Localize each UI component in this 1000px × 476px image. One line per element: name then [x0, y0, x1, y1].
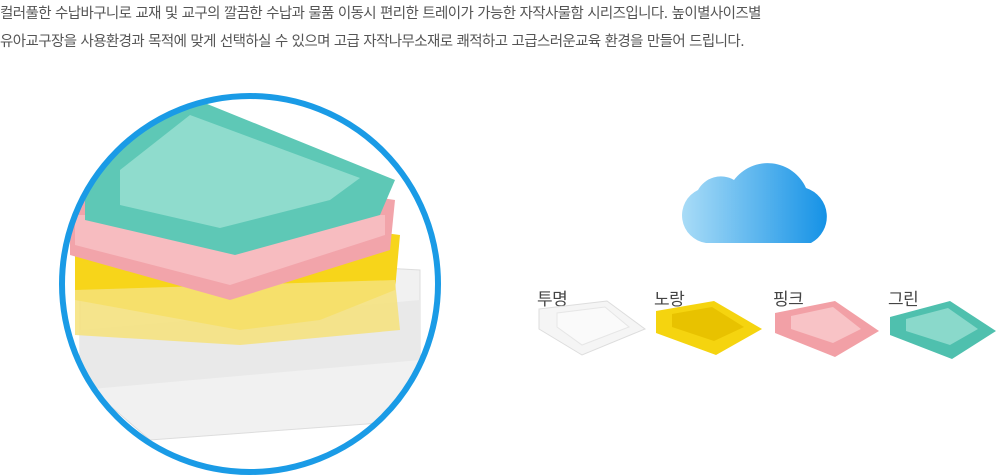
swatch-clear: 투명 — [537, 285, 647, 356]
cloud-icon — [682, 163, 827, 243]
swatch-label: 노랑 — [654, 290, 685, 310]
swatch-label: 투명 — [537, 290, 568, 310]
yellow-tray — [656, 301, 762, 355]
clear-tray — [538, 300, 647, 356]
swatch-label: 핑크 — [773, 290, 804, 310]
swatch-pink: 핑크 — [773, 285, 879, 357]
swatch-label: 그린 — [888, 290, 919, 310]
swatch-green: 그린 — [888, 285, 996, 359]
swatch-yellow: 노랑 — [654, 285, 762, 355]
stacked-trays-image — [59, 93, 441, 475]
circle-frame — [59, 93, 441, 475]
pink-tray — [775, 301, 879, 357]
description-line-1: 컬러풀한 수납바구니로 교재 및 교구의 깔끔한 수납과 물품 이동시 편리한 … — [0, 6, 761, 22]
green-tray — [890, 301, 996, 359]
description-line-2: 유아교구장을 사용환경과 목적에 맞게 선택하실 수 있으며 고급 자작나무소재… — [0, 34, 745, 50]
